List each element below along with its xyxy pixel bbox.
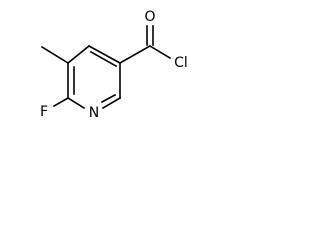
structure-diagram: F N O Cl: [40, 9, 188, 121]
ring-bond-n-c6: [66, 96, 86, 110]
fluoro-bond: [52, 96, 70, 108]
chlorine-label: Cl: [174, 55, 188, 71]
oxygen-label: O: [144, 9, 155, 25]
ring-bond-c1-c2: [66, 44, 91, 65]
fluorine-label: F: [40, 104, 48, 120]
ring-bond-c2-c3-inner: [89, 50, 118, 68]
ring-bond-c4-n-inner: [100, 93, 117, 104]
carbonyl-carbon-bond: [118, 44, 152, 65]
ring-bond-c2-c3: [87, 44, 122, 65]
nitrogen-label: N: [89, 105, 99, 121]
ring-bond-c4-n: [101, 96, 122, 110]
acyl-chloride-bond: [148, 44, 172, 60]
methyl-bond: [40, 45, 70, 65]
